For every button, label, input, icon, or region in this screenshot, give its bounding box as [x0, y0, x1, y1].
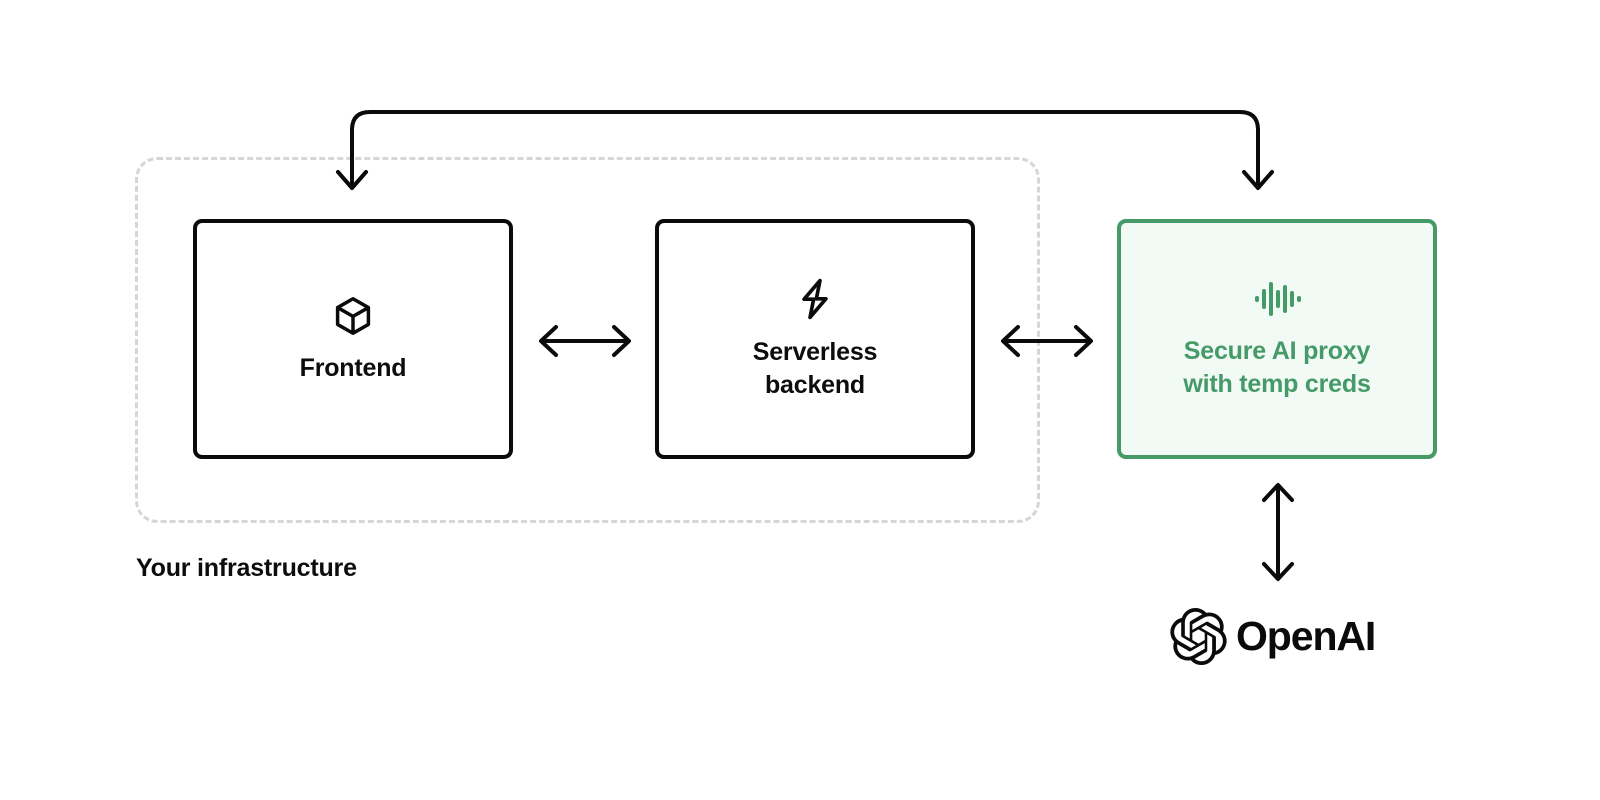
- openai-blossom-icon: [1170, 608, 1227, 665]
- node-secure-ai-proxy-label: Secure AI proxy with temp creds: [1183, 337, 1371, 398]
- waveform-icon: [1255, 282, 1301, 316]
- node-serverless-backend-label: Serverless backend: [752, 338, 878, 399]
- node-frontend-label: Frontend: [299, 353, 407, 382]
- openai-wordmark: OpenAI: [1236, 613, 1376, 659]
- cube-icon: [335, 296, 371, 335]
- node-secure-ai-proxy[interactable]: Secure AI proxy with temp creds: [1117, 219, 1437, 459]
- node-serverless-backend[interactable]: Serverless backend: [655, 219, 975, 459]
- node-frontend[interactable]: Frontend: [193, 219, 513, 459]
- lightning-bolt-icon: [802, 278, 828, 320]
- connector-proxy-openai: [1262, 483, 1294, 581]
- openai-lockup: OpenAI: [1170, 608, 1376, 665]
- infrastructure-boundary-label: Your infrastructure: [136, 554, 357, 582]
